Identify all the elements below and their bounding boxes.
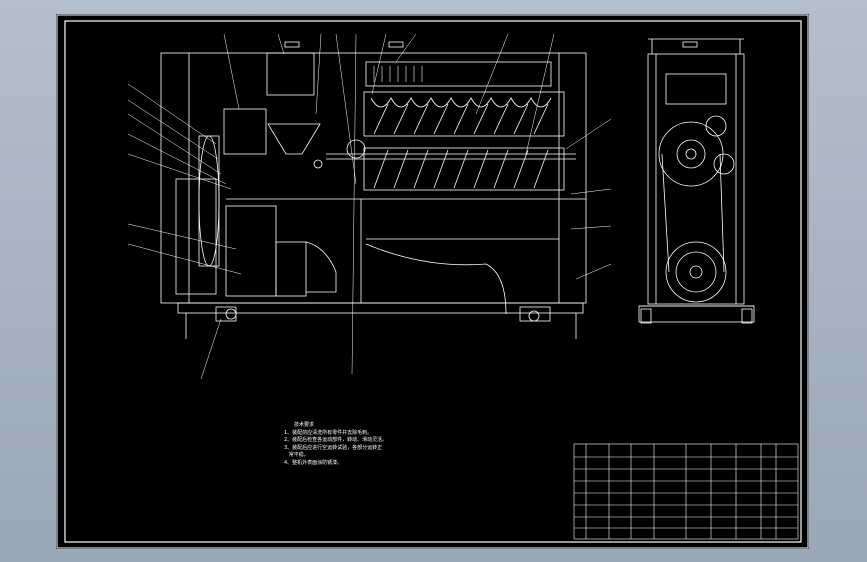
note-line: 2、装配后检查各运动部件，转动、滑动灵活。 [284,437,388,443]
front-view [127,33,612,380]
side-view [638,38,755,324]
outer-border [56,14,809,549]
note-line: 3、装配后应进行空运转试验，各部分运转正 [284,444,383,451]
note-line: 1、装配前应清洗所有零件并去除毛刺。 [284,429,373,436]
cad-drawing [56,14,809,549]
inner-border [64,20,802,543]
technical-notes: 技术要求 1、装配前应清洗所有零件并去除毛刺。 2、装配后检查各运动部件，转动、… [284,422,387,467]
drawing-sheet: 技术要求 1、装配前应清洗所有零件并去除毛刺。 2、装配后检查各运动部件，转动、… [56,14,809,549]
notes-title: 技术要求 [294,422,315,428]
title-block [573,443,799,540]
note-line: 4、整机外表面涂防锈漆。 [284,459,343,466]
note-line: 常平稳。 [284,452,309,458]
